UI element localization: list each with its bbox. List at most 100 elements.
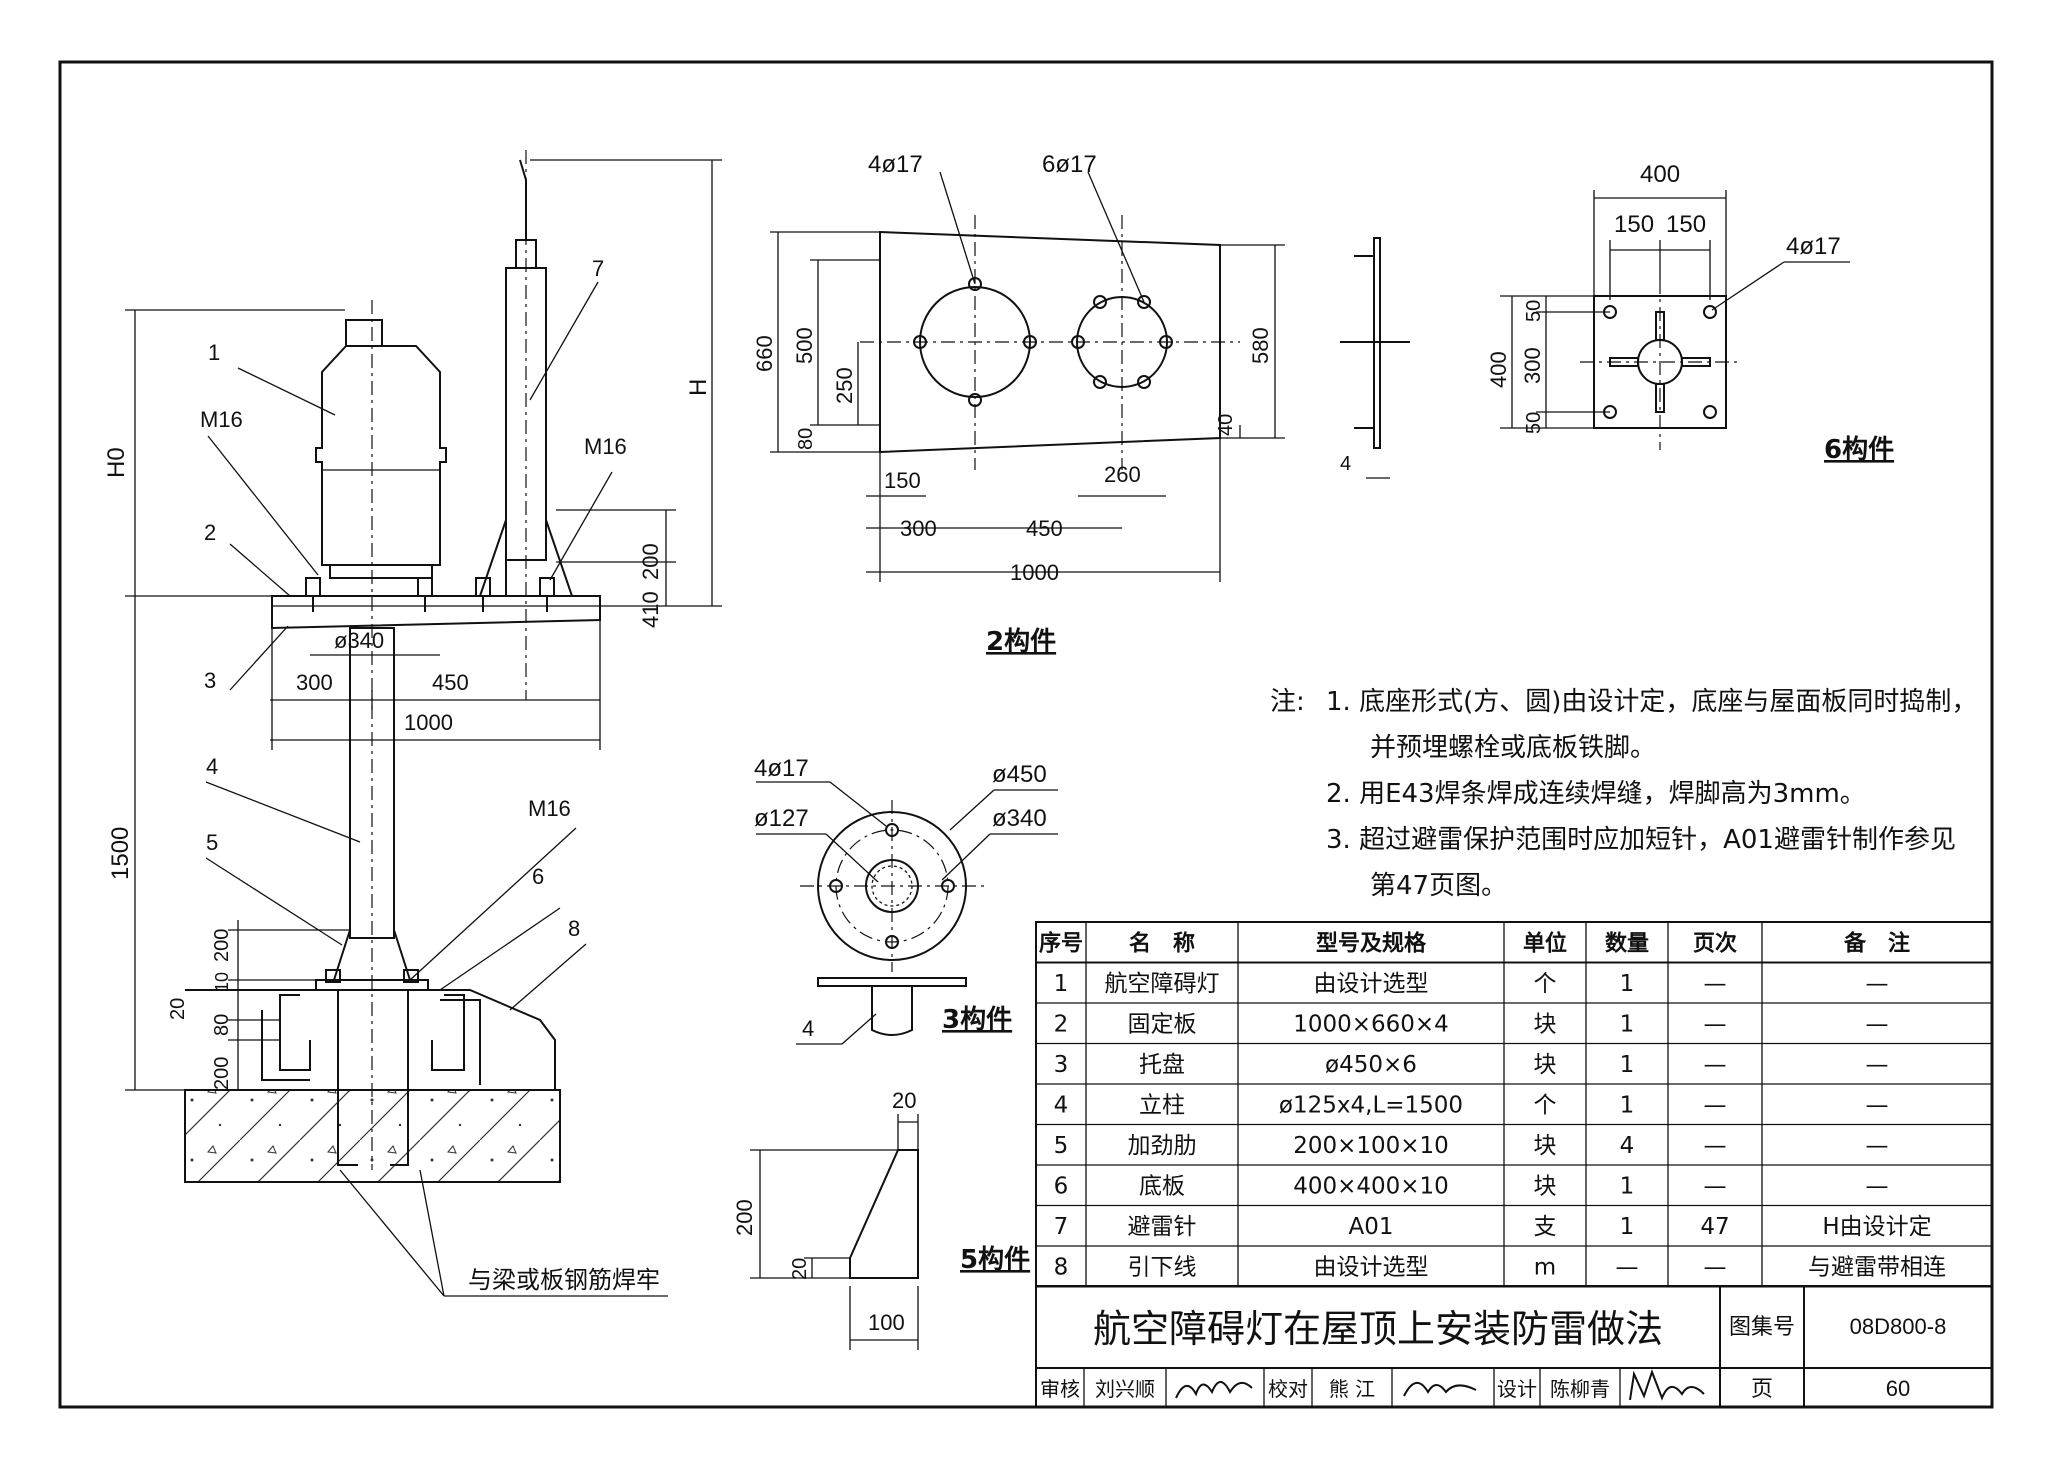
atlas-no-label: 图集号: [1729, 1315, 1795, 1340]
part2-label-1000: 1000: [1010, 560, 1059, 585]
notes-prefix: 注:: [1270, 687, 1305, 717]
part6-label-150-right: 150: [1666, 211, 1706, 238]
part2-label-4: 4: [1340, 453, 1351, 475]
part6-label-300: 300: [1520, 347, 1545, 384]
table-cell: 5: [1054, 1133, 1069, 1159]
table-cell: H由设计定: [1822, 1214, 1931, 1240]
title-block: 航空障碍灯在屋顶上安装防雷做法 图集号 08D800-8 页 60 审核 刘兴顺…: [1035, 1285, 1993, 1408]
part6-label-4d17: 4ø17: [1786, 233, 1841, 260]
main-leader-lines: [205, 281, 668, 1297]
table-cell: 立柱: [1139, 1092, 1185, 1118]
table-cell: 47: [1700, 1214, 1729, 1240]
part6-label-400-v: 400: [1486, 351, 1511, 388]
review-signature: [1175, 1381, 1253, 1399]
weld-note: 与梁或板钢筋焊牢: [468, 1266, 660, 1294]
table-cell: —: [1866, 1011, 1889, 1037]
table-cell: 由设计选型: [1314, 971, 1429, 997]
table-cell: 块: [1534, 1052, 1557, 1078]
table-cell: ø125x4,L=1500: [1279, 1092, 1463, 1118]
label-200-stiffener: 200: [211, 929, 233, 962]
table-cell: —: [1704, 1052, 1727, 1078]
mounting-plate: [271, 595, 601, 630]
part2-view: 4ø17 6ø17 660 500 250 80 580 40 150 300 …: [752, 151, 1410, 657]
part2-label-660: 660: [752, 335, 777, 372]
part5-view: 20 200 20 100 5构件: [732, 1088, 1030, 1350]
label-H0: H0: [103, 447, 130, 478]
part6-label-150-left: 150: [1614, 211, 1654, 238]
table-cell: 个: [1534, 971, 1557, 997]
table-cell: 1: [1054, 971, 1069, 997]
check-signature: [1403, 1382, 1477, 1397]
table-cell: 4: [1620, 1133, 1635, 1159]
part3-side-plate: [817, 977, 967, 987]
part2-label-450: 450: [1026, 516, 1063, 541]
part3-caption: 3构件: [942, 1005, 1012, 1035]
table-cell: —: [1704, 1011, 1727, 1037]
table-cell: 与避雷带相连: [1808, 1254, 1946, 1280]
table-cell: 加劲肋: [1128, 1133, 1197, 1159]
label-part-1: 1: [208, 340, 220, 365]
part2-label-150: 150: [884, 468, 921, 493]
table-cell: 7: [1054, 1214, 1069, 1240]
support-column: [349, 627, 395, 939]
note-line-3: 2. 用E43焊条焊成连续焊缝，焊脚高为3mm。: [1326, 779, 1866, 809]
label-200-slab: 200: [211, 1057, 233, 1090]
check-label: 校对: [1268, 1377, 1308, 1401]
table-cell: —: [1704, 1133, 1727, 1159]
table-header-cell: 数量: [1605, 930, 1649, 956]
table-cell: —: [1866, 1133, 1889, 1159]
part3-label-d340: ø340: [992, 805, 1047, 832]
part2-label-250: 250: [832, 367, 857, 404]
part2-label-40: 40: [1215, 414, 1237, 436]
label-part-3: 3: [204, 668, 216, 693]
part6-label-400-h: 400: [1640, 161, 1680, 188]
part2-label-300: 300: [900, 516, 937, 541]
table-header-cell: 单位: [1523, 930, 1567, 956]
review-name: 刘兴顺: [1095, 1377, 1155, 1401]
table-cell: 4: [1054, 1092, 1069, 1118]
part3-label-4: 4: [802, 1016, 814, 1041]
part6-label-50-top: 50: [1523, 300, 1545, 322]
part2-label-80: 80: [795, 428, 817, 450]
label-80: 80: [211, 1014, 233, 1036]
table-cell: 个: [1534, 1092, 1557, 1118]
table-cell: 块: [1534, 1133, 1557, 1159]
label-m16-base: M16: [528, 796, 571, 821]
label-d340: ø340: [334, 628, 384, 653]
note-line-4: 3. 超过避雷保护范围时应加短针，A01避雷针制作参见: [1326, 825, 1956, 855]
table-cell: 航空障碍灯: [1105, 971, 1220, 997]
sheet-border: [58, 60, 1994, 1409]
table-cell: 底板: [1139, 1173, 1185, 1199]
concrete-slab: [184, 1089, 561, 1183]
part3-bolt-holes: [829, 823, 955, 949]
label-m16-right: M16: [584, 434, 627, 459]
part3-label-d450: ø450: [992, 761, 1047, 788]
part5-label-20-side: 20: [789, 1258, 811, 1280]
table-cell: 3: [1054, 1052, 1069, 1078]
table-cell: —: [1704, 1254, 1727, 1280]
part3-view: 4ø17 ø127 ø450 ø340 4 3构件: [754, 755, 1058, 1045]
table-cell: 1: [1620, 1011, 1635, 1037]
label-part-4: 4: [206, 754, 218, 779]
table-cell: 6: [1054, 1173, 1069, 1199]
part6-view: 400 150 150 4ø17 400 50 300 50 6构件: [1486, 161, 1894, 465]
table-header-cell: 页次: [1693, 930, 1737, 956]
part5-label-100: 100: [868, 1310, 905, 1335]
check-name: 熊 江: [1329, 1377, 1375, 1401]
table-cell: —: [1866, 1092, 1889, 1118]
note-line-5: 第47页图。: [1370, 871, 1507, 901]
table-cell: 1: [1620, 1173, 1635, 1199]
table-cell: —: [1616, 1254, 1639, 1280]
label-H: H: [685, 379, 712, 396]
part5-label-20-top: 20: [892, 1088, 916, 1113]
label-part-5: 5: [206, 830, 218, 855]
notes-block: 注: 1. 底座形式(方、圆)由设计定，底座与屋面板同时捣制， 并预埋螺栓或底板…: [1270, 687, 1977, 901]
design-name: 陈柳青: [1550, 1377, 1610, 1401]
part3-label-4d17: 4ø17: [754, 755, 809, 782]
table-cell: 400×400×10: [1293, 1173, 1449, 1199]
atlas-no-value: 08D800-8: [1850, 1314, 1947, 1339]
label-part-2: 2: [204, 520, 216, 545]
obstruction-light-cap: [345, 319, 383, 347]
label-410: 410: [638, 591, 663, 628]
